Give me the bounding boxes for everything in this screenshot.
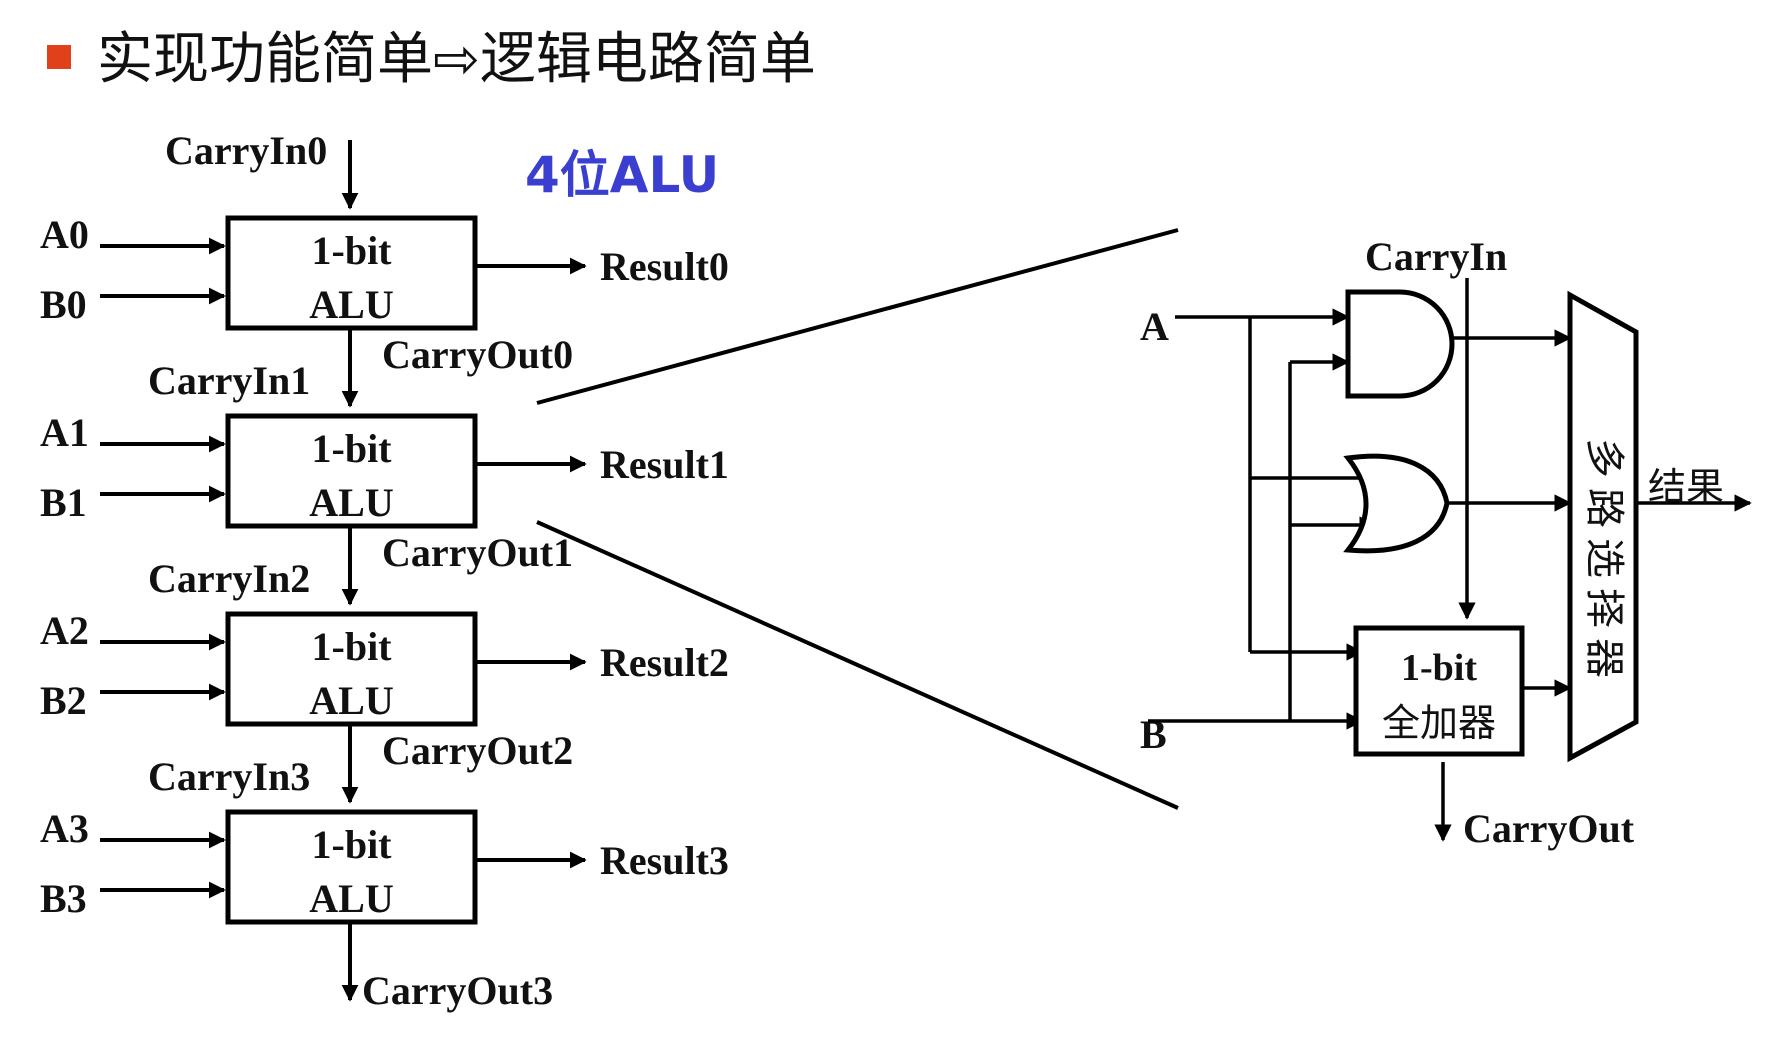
heading-text: 实现功能简单⇨逻辑电路简单 xyxy=(97,27,816,92)
stage-0-box-line2: ALU xyxy=(309,282,393,327)
alu-stages: A0B01-bitALUResult0CarryOut0A1B11-bitALU… xyxy=(40,212,729,925)
left-title: 4位ALU xyxy=(525,146,719,204)
stage-3-alu-box xyxy=(225,809,478,925)
stage-1-box-line1: 1-bit xyxy=(312,426,393,471)
detail-input-b-label: B xyxy=(1140,712,1167,757)
stage-1-carry-in-label: CarryIn1 xyxy=(148,358,310,403)
mux-char-3: 择 xyxy=(1581,588,1627,628)
stage-2-result-label: Result2 xyxy=(600,640,729,685)
full-adder-box xyxy=(1353,625,1525,757)
stage-0-carry-out-label: CarryOut0 xyxy=(382,332,573,377)
bullet-square xyxy=(47,45,71,69)
mux-char-4: 器 xyxy=(1581,638,1627,678)
stage-2-box-line2: ALU xyxy=(309,678,393,723)
detail-carry-in-label: CarryIn xyxy=(1365,234,1507,279)
stage-3-carry-in-label: CarryIn3 xyxy=(148,754,310,799)
stage-3-a-label: A3 xyxy=(40,806,89,851)
stage-1-box-line2: ALU xyxy=(309,480,393,525)
zoom-line-top xyxy=(536,228,1179,405)
stage-2-a-label: A2 xyxy=(40,608,89,653)
carry-out3-label: CarryOut3 xyxy=(362,968,553,1013)
detail-input-a-label: A xyxy=(1140,304,1169,349)
output-label: 结果 xyxy=(1648,465,1724,509)
stage-2-alu-box xyxy=(225,611,478,727)
mux-char-2: 选 xyxy=(1581,538,1627,578)
stage-2-b-label: B2 xyxy=(40,678,87,723)
zoom-line-bottom xyxy=(536,520,1179,810)
stage-0-alu-box xyxy=(225,215,478,331)
and-gate xyxy=(1345,289,1455,399)
detail-carry-out-label: CarryOut xyxy=(1463,806,1635,851)
multiplexer xyxy=(1567,290,1639,763)
stage-0-a-label: A0 xyxy=(40,212,89,257)
stage-1-result-label: Result1 xyxy=(600,442,729,487)
stage-1-a-label: A1 xyxy=(40,410,89,455)
stage-0-result-label: Result0 xyxy=(600,244,729,289)
stage-3-box-line1: 1-bit xyxy=(312,822,393,867)
stage-3-b-label: B3 xyxy=(40,876,87,921)
stage-1-b-label: B1 xyxy=(40,480,87,525)
stage-2-carry-out-label: CarryOut2 xyxy=(382,728,573,773)
stage-1-carry-out-label: CarryOut1 xyxy=(382,530,573,575)
stage-1-alu-box xyxy=(225,413,478,529)
stage-2-box-line1: 1-bit xyxy=(312,624,393,669)
stage-3-result-label: Result3 xyxy=(600,838,729,883)
carry-in0-label: CarryIn0 xyxy=(165,128,327,173)
mux-char-0: 多 xyxy=(1581,438,1627,478)
stage-3-box-line2: ALU xyxy=(309,876,393,921)
adder-line1: 1-bit xyxy=(1401,647,1477,689)
adder-line2: 全加器 xyxy=(1382,701,1496,745)
stage-2-carry-in-label: CarryIn2 xyxy=(148,556,310,601)
stage-0-b-label: B0 xyxy=(40,282,87,327)
stage-0-box-line1: 1-bit xyxy=(312,228,393,273)
mux-char-1: 路 xyxy=(1581,488,1627,528)
or-gate xyxy=(1343,453,1450,554)
